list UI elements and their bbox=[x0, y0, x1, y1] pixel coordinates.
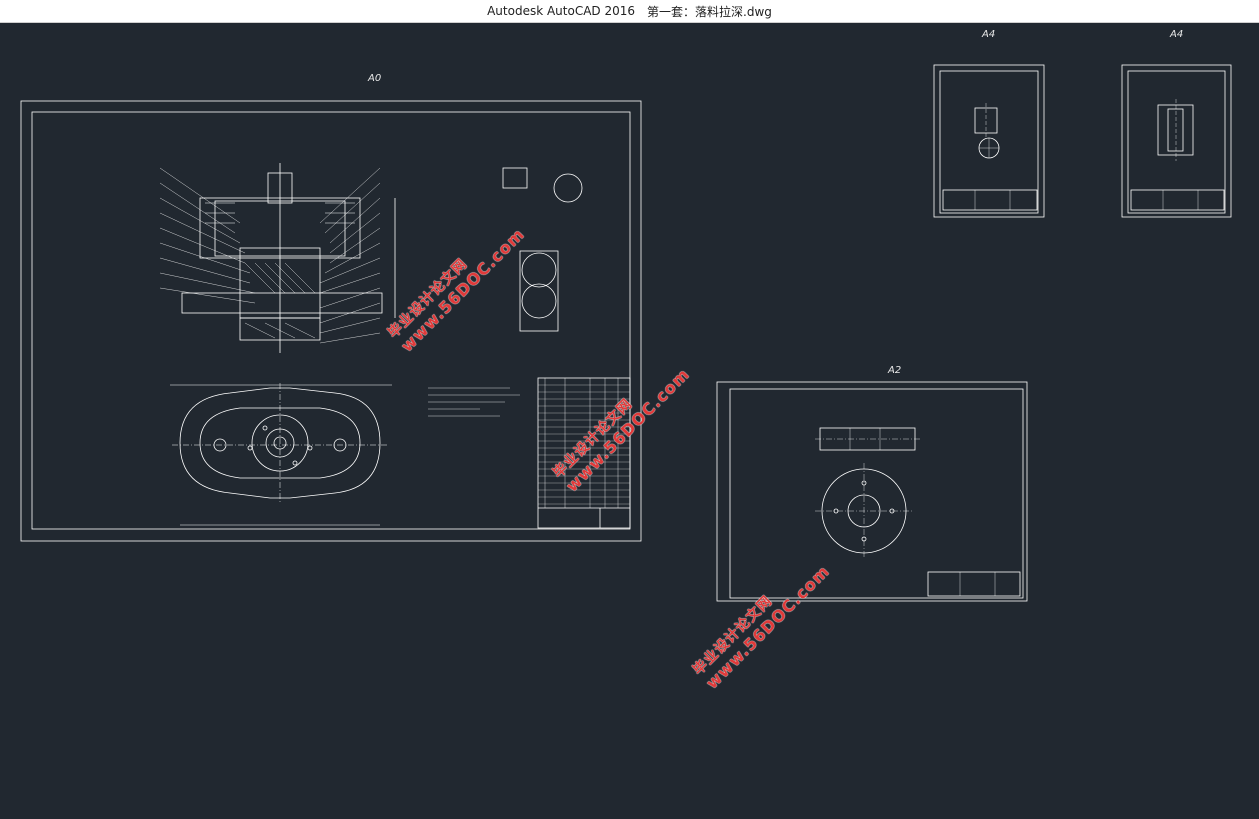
file-name: 第一套：落料拉深.dwg bbox=[647, 4, 772, 19]
assembly-section-view bbox=[159, 163, 396, 353]
sheet-label-a4-left: A4 bbox=[982, 29, 996, 40]
sheet-a4-left[interactable] bbox=[933, 64, 1045, 218]
model-space-drawing bbox=[20, 64, 1232, 602]
detail-views bbox=[502, 167, 583, 332]
sheet-label-a4-right: A4 bbox=[1170, 29, 1184, 40]
plan-view bbox=[170, 383, 392, 526]
sheet-a0[interactable] bbox=[20, 100, 642, 542]
sheet-a2[interactable] bbox=[716, 381, 1028, 602]
sheet-label-a2: A2 bbox=[888, 365, 902, 376]
sheet-a4-right[interactable] bbox=[1121, 64, 1232, 218]
sheet-label-a0: A0 bbox=[368, 73, 382, 84]
drawing-canvas[interactable]: A0 A4 A4 A2 毕业设计论文网 www.56DOC.com 毕业设计论文… bbox=[0, 23, 1259, 819]
title-bar: Autodesk AutoCAD 2016 第一套：落料拉深.dwg bbox=[0, 0, 1259, 23]
parts-list bbox=[537, 377, 631, 529]
app-name: Autodesk AutoCAD 2016 bbox=[487, 4, 636, 18]
tech-notes bbox=[428, 387, 520, 417]
